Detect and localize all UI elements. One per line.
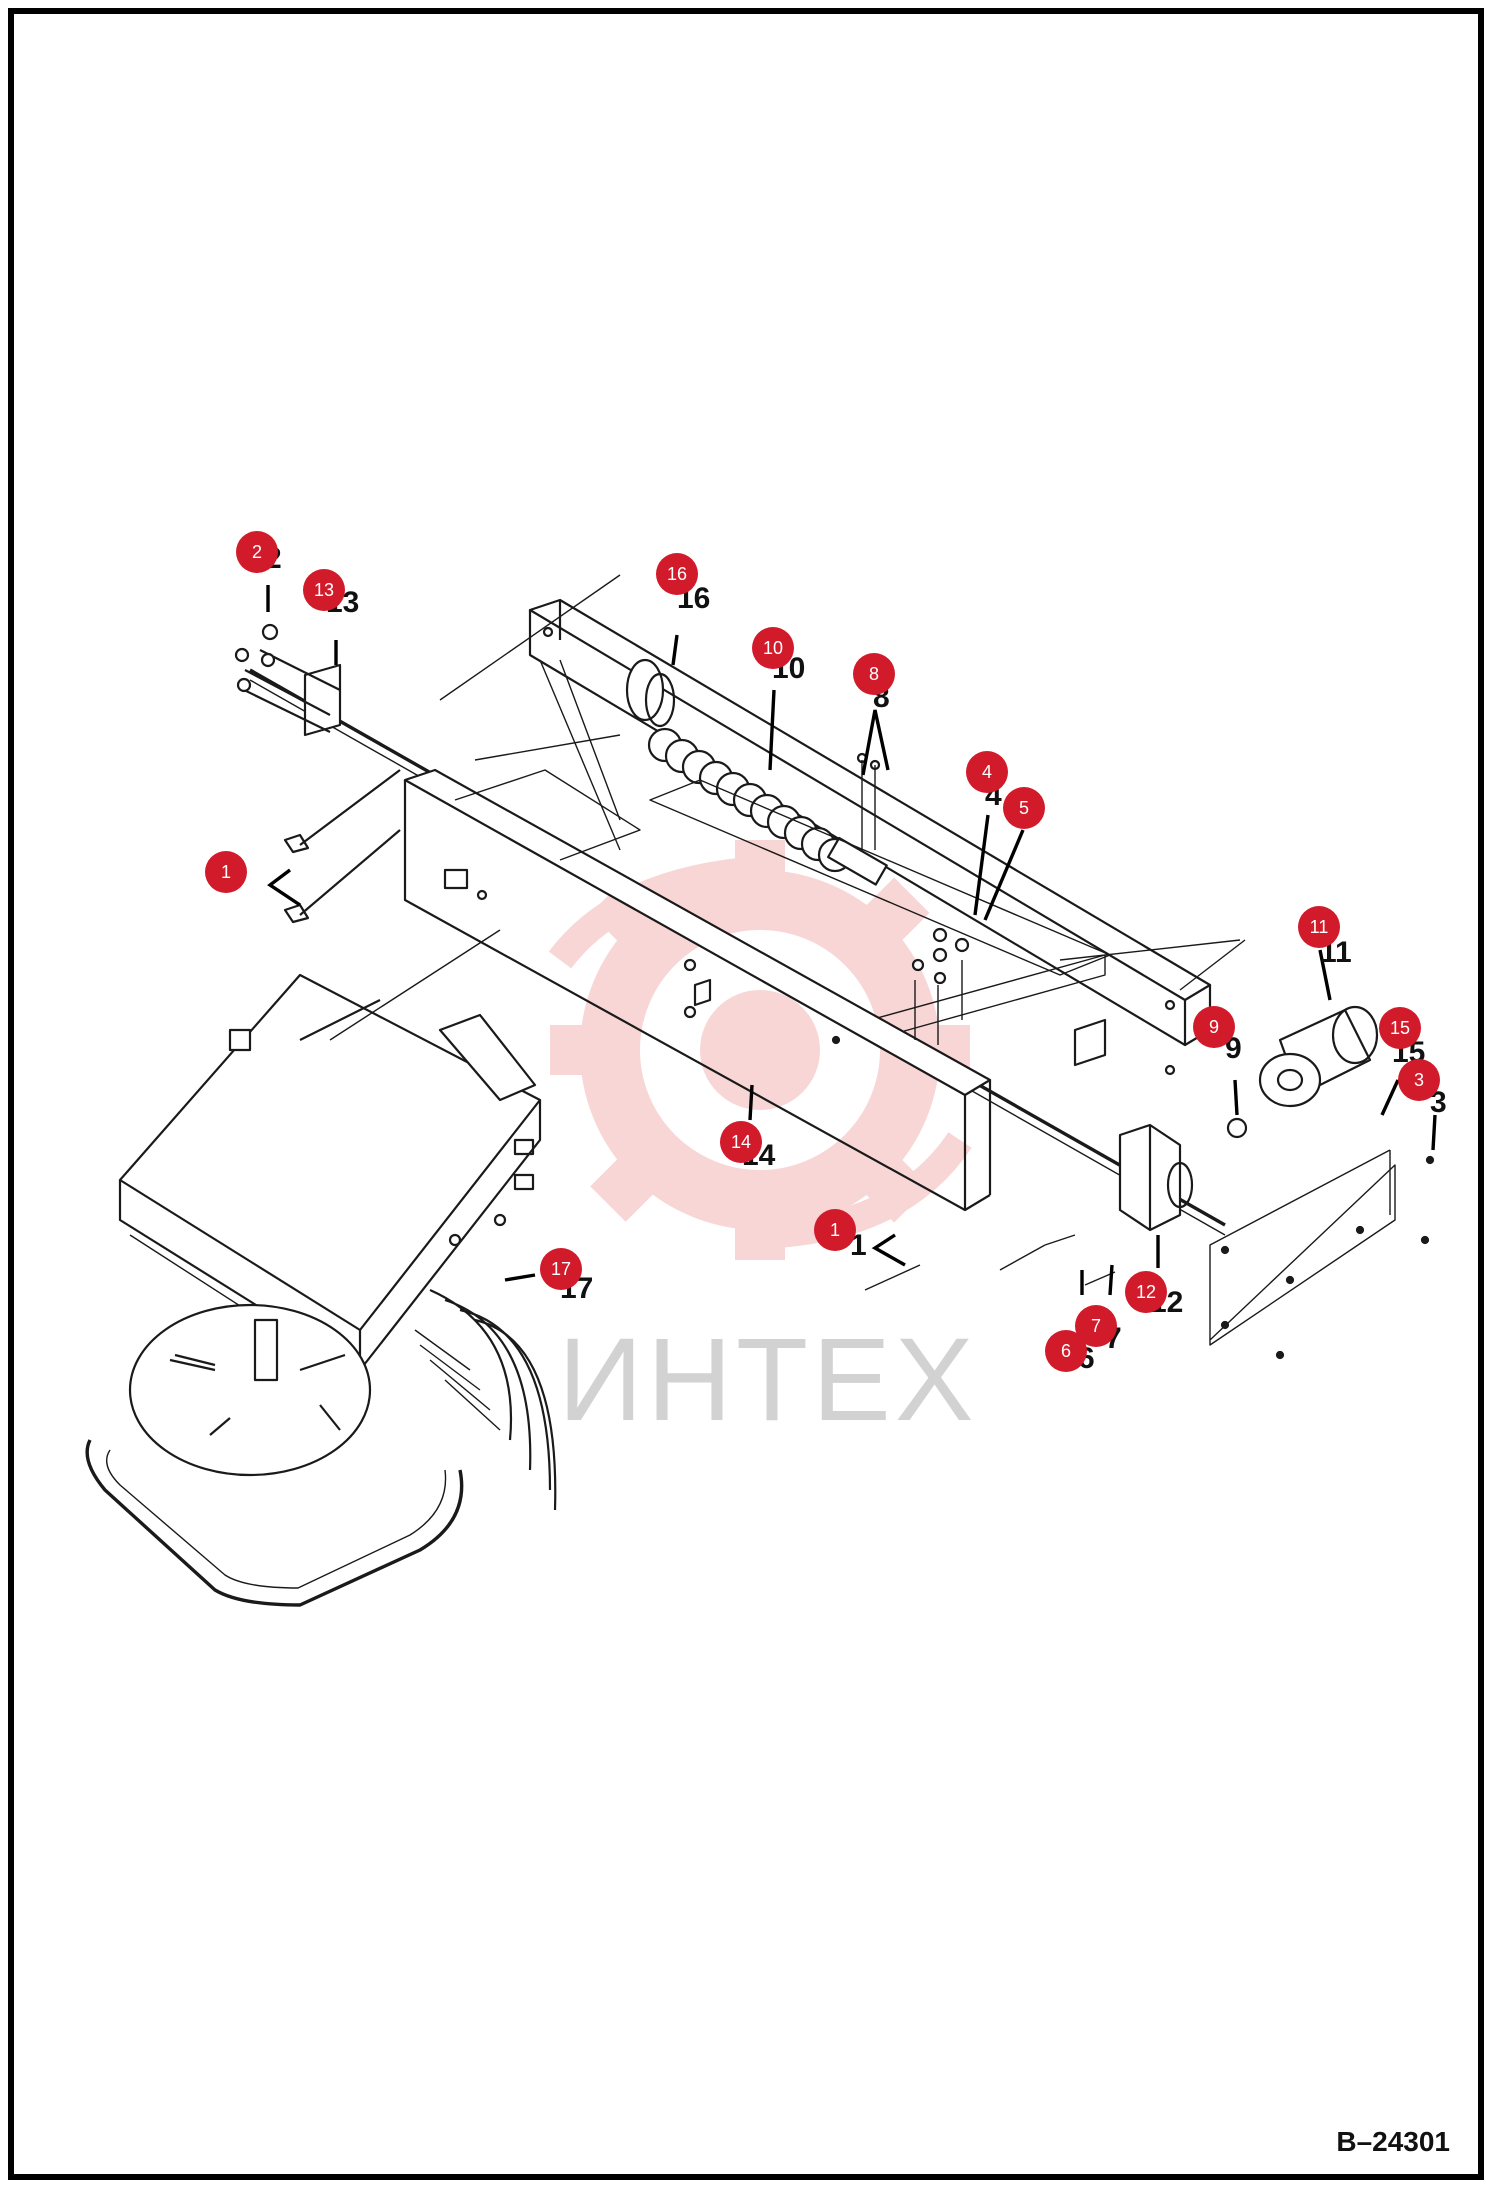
center-bolts xyxy=(856,752,970,1045)
callout-3[interactable]: 3 xyxy=(1398,1059,1440,1101)
svg-text:15: 15 xyxy=(1390,1018,1410,1038)
sprocket xyxy=(625,658,665,722)
svg-text:4: 4 xyxy=(982,762,992,782)
callout-4[interactable]: 4 xyxy=(966,751,1008,793)
callout-15[interactable]: 15 xyxy=(1379,1007,1421,1049)
callout-7[interactable]: 7 xyxy=(1075,1305,1117,1347)
svg-text:6: 6 xyxy=(1061,1341,1071,1361)
svg-text:7: 7 xyxy=(1091,1316,1101,1336)
callout-6[interactable]: 6 xyxy=(1045,1330,1087,1372)
callout-13[interactable]: 13 xyxy=(303,569,345,611)
watermark: ИНТЕХ xyxy=(548,840,978,1446)
svg-text:9: 9 xyxy=(1209,1017,1219,1037)
callout-11[interactable]: 11 xyxy=(1298,906,1340,948)
callouts: 2 13 16 10 8 4 5 1 xyxy=(205,531,1440,1372)
spreader-hopper xyxy=(118,973,542,1381)
spinner-chute xyxy=(414,1288,557,1511)
svg-text:1: 1 xyxy=(830,1220,840,1240)
svg-text:11: 11 xyxy=(1310,917,1329,937)
callout-9[interactable]: 9 xyxy=(1193,1006,1235,1048)
svg-text:10: 10 xyxy=(763,638,783,658)
end-bracket xyxy=(303,663,342,737)
svg-text:14: 14 xyxy=(731,1132,751,1152)
motor xyxy=(1226,1005,1379,1139)
spinner-disc xyxy=(128,1303,372,1477)
callout-2[interactable]: 2 xyxy=(236,531,278,573)
svg-text:16: 16 xyxy=(667,564,687,584)
svg-text:5: 5 xyxy=(1019,798,1029,818)
svg-text:17: 17 xyxy=(551,1259,571,1279)
callout-5[interactable]: 5 xyxy=(1003,787,1045,829)
leader-lines xyxy=(266,585,1437,1296)
base-frame-loop xyxy=(85,1439,464,1607)
callout-10[interactable]: 10 xyxy=(752,627,794,669)
svg-text:13: 13 xyxy=(314,580,334,600)
watermark-text: ИНТЕХ xyxy=(558,1314,978,1446)
callout-12[interactable]: 12 xyxy=(1125,1271,1167,1313)
callout-17[interactable]: 17 xyxy=(540,1248,582,1290)
gearbox xyxy=(1118,1123,1194,1232)
svg-text:3: 3 xyxy=(1414,1070,1424,1090)
svg-text:12: 12 xyxy=(1136,1282,1156,1302)
frame-assembly xyxy=(85,574,1435,1607)
svg-text:2: 2 xyxy=(252,542,262,562)
drawing-reference-code: B–24301 xyxy=(1336,2126,1450,2157)
svg-text:8: 8 xyxy=(869,664,879,684)
callout-8[interactable]: 8 xyxy=(853,653,895,695)
motor-cover-plate xyxy=(1044,1149,1435,1360)
drawing-frame xyxy=(8,8,1484,2180)
callout-1-right[interactable]: 1 xyxy=(814,1209,856,1251)
callout-1-left[interactable]: 1 xyxy=(205,851,247,893)
svg-text:1: 1 xyxy=(221,862,231,882)
callout-14[interactable]: 14 xyxy=(720,1121,762,1163)
callout-16[interactable]: 16 xyxy=(656,553,698,595)
